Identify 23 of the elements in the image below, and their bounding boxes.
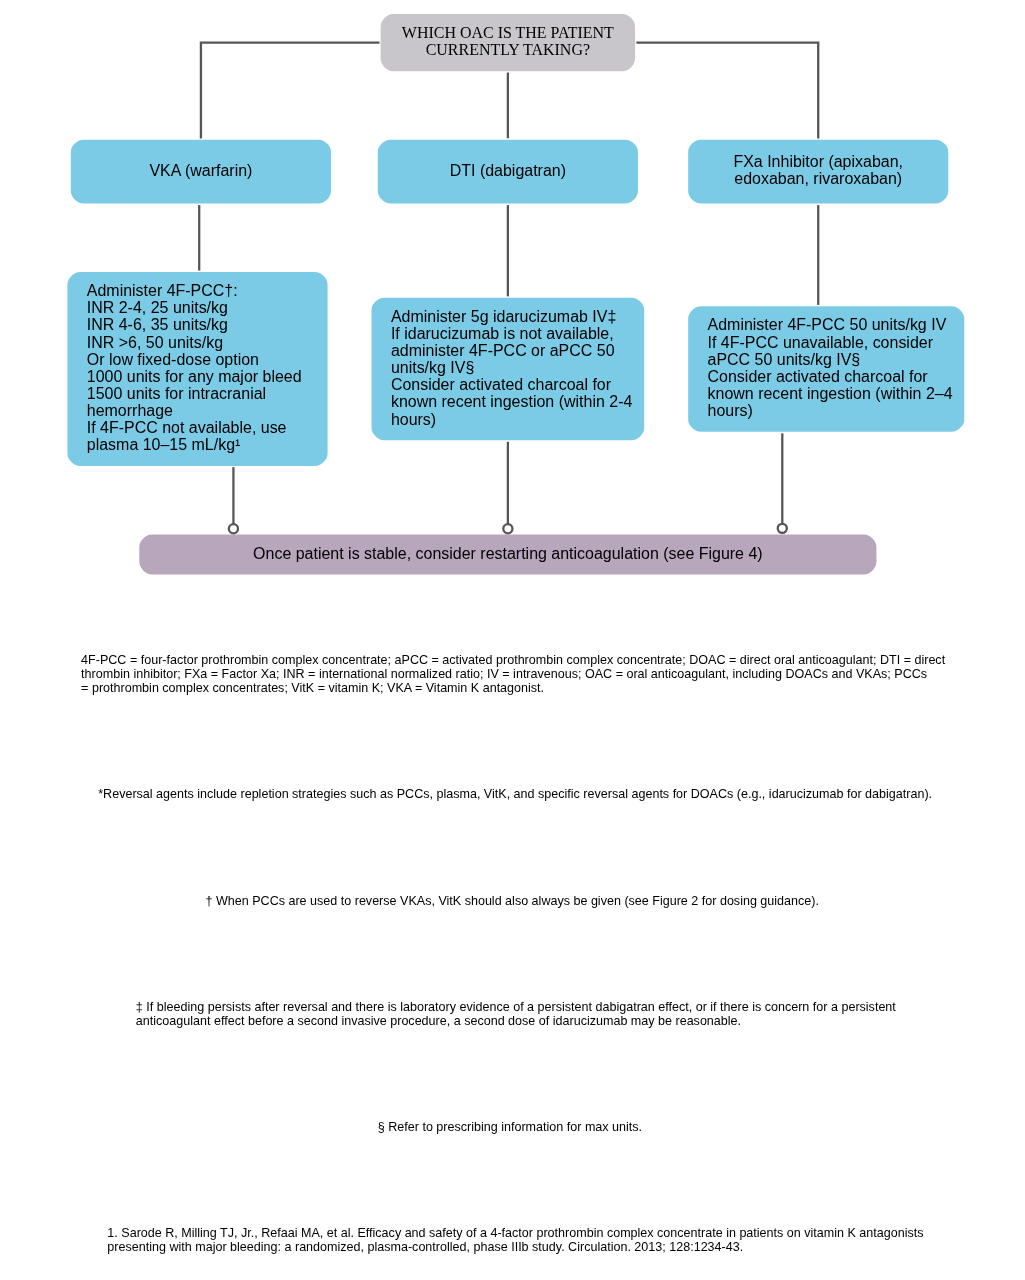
- node-box: WHICH OAC IS THE PATIENT CURRENTLY TAKING?: [377, 11, 637, 74]
- connector: [501, 441, 514, 535]
- connector: [635, 41, 819, 139]
- connector: [776, 433, 788, 535]
- node-box: VKA (warfarin): [68, 137, 333, 206]
- node-box: Administer 4F-PCC 50 units/kg IV If 4F-PCC unavailable, consider aPCC 50 units/kg IV§ Consider activated charcoal for known recent ingestion (within 2–4 hours): [685, 303, 967, 435]
- node-box: Once patient is stable, consider restarting anticoagulation (see Figure 4): [136, 532, 879, 577]
- connector: [197, 205, 200, 271]
- connector: [199, 41, 379, 139]
- node-box: Administer 4F-PCC†: INR 2-4, 25 units/kg INR 4-6, 35 units/kg INR >6, 50 units/kg Or low fixed-dose option 1000 units for any major bleed 1500 units for intracranial hemorrhage If 4F-PCC not available, use plasma 10–15 mL/kg¹: [64, 269, 330, 469]
- node-box: FXa Inhibitor (apixaban, edoxaban, rivaroxaban): [685, 137, 951, 206]
- connector: [506, 72, 509, 139]
- connector: [227, 467, 239, 535]
- label: ‡ If bleeding persists after reversal and there is laboratory evidence of a persistent dabigatran effect, or if there is concern for a persistent anticoagulant effect before a second invasive procedure, a second dose of idarucizumab may be reasonable.: [135, 1000, 896, 1028]
- label: 1. Sarode R, Milling TJ, Jr., Refaai MA, et al. Efficacy and safety of a 4-factor prothrombin complex concentrate in patients on vitamin K antagonists presenting with major bleeding: a randomized, plasma-controlled, phase IIIb study. Circulation. 2013; 128:1234-43.: [106, 1226, 924, 1254]
- connector: [506, 205, 509, 297]
- label: 4F-PCC = four-factor prothrombin complex concentrate; aPCC = activated prothrombin complex concentrate; DOAC = direct oral anticoagulant; DTI = direct thrombin inhibitor; FXa = Factor Xa; INR = international normalized ratio; IV = intravenous; OAC = oral anticoagulant, including DOACs and VKAs; PCCs = prothrombin complex concentrates; VitK = vitamin K; VKA = Vitamin K antagonist.: [80, 653, 945, 695]
- label: *Reversal agents include repletion strategies such as PCCs, plasma, VitK, and specific reversal agents for DOACs (e.g., idarucizumab for dabigatran).: [97, 786, 932, 801]
- label: † When PCCs are used to reverse VKAs, VitK should also always be given (see Figure 2 for dosing guidance).: [204, 894, 819, 909]
- connector: [816, 205, 819, 305]
- label: § Refer to prescribing information for max units.: [377, 1120, 642, 1134]
- node-box: Administer 5g idarucizumab IV‡ If idarucizumab is not available, administer 4F-PCC or aPCC 50 units/kg IV§ Consider activated charcoal for known recent ingestion (within 2-4 hours): [368, 295, 646, 443]
- node-box: DTI (dabigatran): [375, 137, 640, 206]
